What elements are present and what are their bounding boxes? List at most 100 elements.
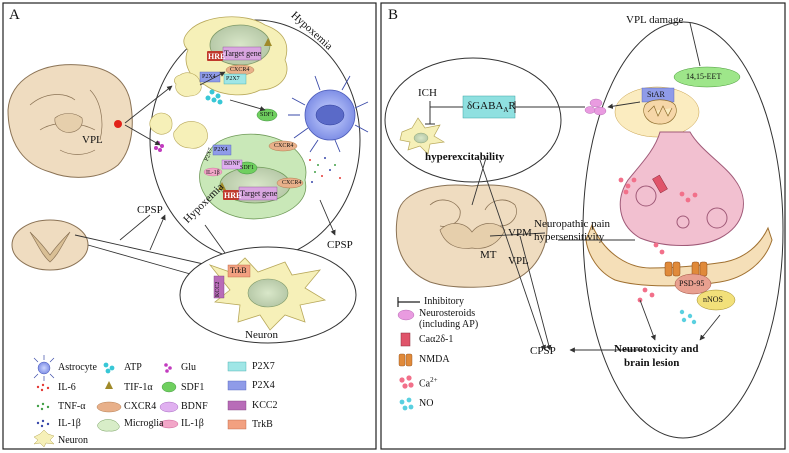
cxcr4-bottom-label: CXCR4 — [282, 180, 302, 186]
panel-b-arrows — [471, 22, 721, 353]
legend-tnf-label: TNF-α — [58, 401, 86, 412]
legend-neurosteroids-sub-label: (including AP) — [419, 319, 479, 330]
legend-kcc2-label: KCC2 — [252, 400, 278, 411]
hre-box-bottom — [223, 190, 239, 200]
ca-channel-presynaptic — [652, 174, 668, 194]
panel-b-letter: B — [388, 7, 399, 23]
cytokine-scatter — [309, 157, 341, 183]
legend-sdf1-label: SDF1 — [181, 382, 205, 393]
trkb-receptor — [227, 264, 251, 278]
brain-coronal-b — [395, 184, 548, 288]
star-label: StAR — [647, 90, 665, 99]
spinal-cord-section — [11, 219, 89, 271]
no-dots — [679, 309, 697, 325]
p2x4-box-top — [199, 71, 221, 83]
tif1a-triangle-bottom — [218, 182, 226, 190]
legend-nmda-label: NMDA — [419, 354, 450, 365]
mitochondrion — [643, 99, 677, 125]
neuropathic-pain-label: Neuropathic pain — [534, 218, 611, 230]
vesicle-2 — [706, 207, 728, 229]
brain-lesion-label: brain lesion — [624, 357, 680, 369]
legend-neurosteroids-label: Neurosteroids — [419, 308, 476, 319]
legend-glu-icon — [164, 363, 172, 373]
ich-label: ICH — [418, 87, 437, 99]
vesicle-3 — [676, 215, 690, 229]
legend-il6-label: IL-6 — [58, 382, 76, 393]
legend-atp-label: ATP — [124, 362, 142, 373]
brain-coronal-slice — [7, 64, 133, 178]
bdnf-label: BDNF — [224, 161, 241, 167]
legend-glu-label: Glu — [181, 362, 196, 373]
nnos-label: nNOS — [703, 295, 724, 304]
small-neuron-cells — [149, 72, 208, 149]
panel-a-letter: A — [9, 7, 20, 23]
legend-bdnf-icon — [159, 401, 179, 413]
hyperexcitability-label: hyperexcitability — [425, 151, 505, 163]
legend-astrocyte-icon — [33, 355, 55, 381]
legend-neuron-icon — [33, 429, 55, 448]
p2x7-box-top — [223, 73, 247, 85]
legend-sdf1-icon — [161, 381, 177, 393]
legend-inhibitory-label: Inhibitory — [424, 296, 464, 307]
legend-atp-icon — [103, 362, 115, 374]
atp-cluster — [205, 89, 223, 105]
blue-astrocyte-cell — [288, 75, 369, 153]
neurotoxicity-label: Neurotoxicity and — [614, 343, 699, 355]
cxcr4-oval-mid — [268, 140, 298, 152]
mitochondria-area — [614, 86, 700, 138]
psd95-oval — [674, 273, 712, 295]
sdf1-top-label: SDF1 — [260, 112, 275, 118]
hre-box-top — [207, 51, 223, 61]
ich-neuron-nucleus — [413, 132, 429, 144]
p2x4-mid-label: P2X4 — [214, 147, 228, 153]
legend-p2x4-label: P2X4 — [252, 380, 275, 391]
inhibitory-lines — [425, 101, 585, 125]
legend-ca-channel-icon — [400, 332, 411, 347]
legend-microglia-label: Microglia — [124, 418, 164, 429]
hypersensitivity-label: hypersensitivity — [534, 231, 605, 243]
sdf1-oval-top — [256, 108, 278, 122]
legend-ca-label: Ca2+ — [419, 376, 438, 390]
legend-no-icon — [399, 397, 414, 411]
legend-il1b-label: IL-1β — [58, 418, 81, 429]
legend-cxcr4-icon — [96, 401, 122, 413]
kcc2-receptor — [213, 275, 225, 299]
eet-oval — [673, 66, 741, 88]
sdf1-bottom-label: SDF1 — [240, 165, 255, 171]
neurosteroid-cluster — [584, 98, 607, 116]
legend-trkb-icon — [227, 419, 247, 430]
psd95-label: PSD-95 — [679, 279, 705, 288]
p2x7-top-label: P2X7 — [226, 76, 240, 82]
legend-ca-channel-label: Caα2δ-1 — [419, 334, 454, 345]
target-gene-box-top — [222, 46, 262, 61]
vpl-b-label: VPL — [508, 255, 529, 267]
legend-ca-ion-icon — [399, 375, 414, 389]
legend-neurosteroid-icon — [397, 309, 415, 321]
legend-p2x4-icon — [227, 380, 247, 391]
p2x4-top-label: P2X4 — [202, 74, 216, 80]
legend-p2x7-icon — [227, 361, 247, 372]
legend-il1b-membrane-label: IL-1β — [181, 418, 204, 429]
vpl-lesion-dot — [114, 120, 122, 128]
nmda-receptors — [664, 261, 708, 277]
trkb-label: TrkB — [230, 266, 247, 275]
hre-bottom-label: HRE — [224, 191, 242, 200]
target-gene-top-label: Target gene — [224, 49, 262, 58]
il1b-small-oval — [203, 167, 223, 177]
eet-label: 14,15-EET — [686, 72, 722, 81]
vesicle-1 — [635, 185, 657, 207]
nnos-oval — [696, 289, 736, 311]
vpl-label: VPL — [82, 134, 103, 146]
legend-tnf-icon — [36, 402, 50, 411]
target-gene-box-bottom — [238, 186, 278, 201]
cpsp-left-label: CPSP — [137, 204, 163, 216]
mt-label: MT — [480, 249, 497, 261]
postsynaptic-membrane — [585, 223, 773, 287]
legend-a-icons — [33, 355, 247, 448]
ich-oval — [384, 57, 562, 183]
p2x4-box-mid — [212, 144, 232, 156]
legend-b-icons — [397, 297, 420, 411]
legend-cxcr4-label: CXCR4 — [124, 401, 157, 412]
il1b-small-label: IL-1β — [206, 170, 220, 176]
legend-tif1a-icon — [105, 381, 113, 389]
